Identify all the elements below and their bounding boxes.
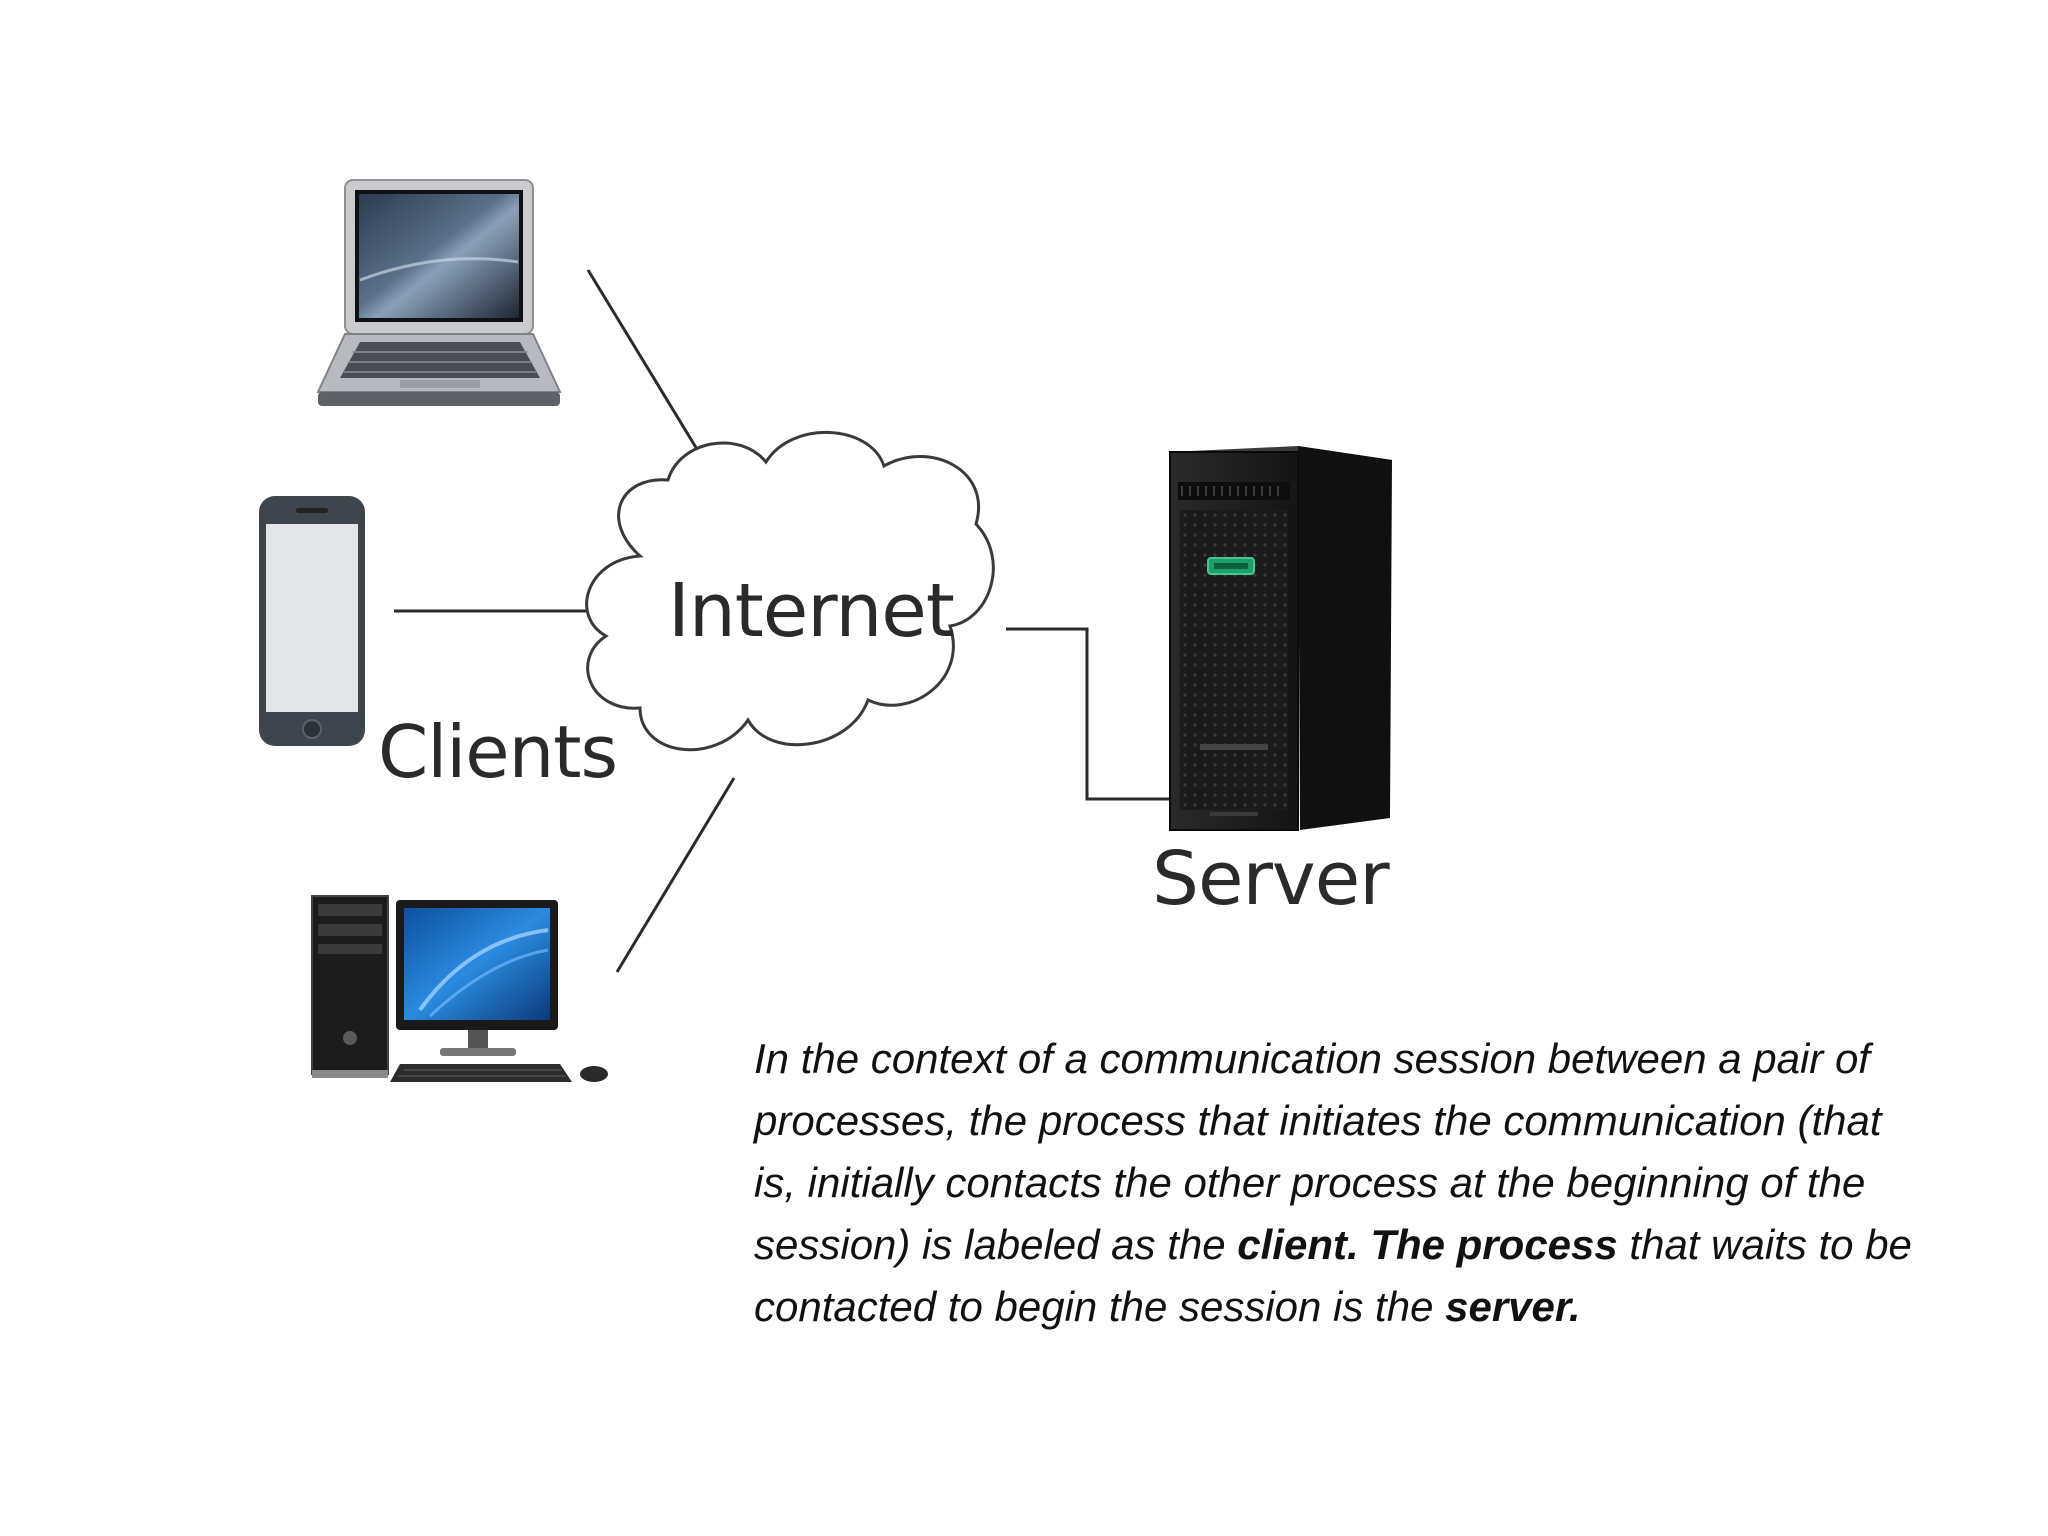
server-label: Server: [1152, 836, 1390, 922]
internet-cloud: [585, 431, 995, 752]
laptop-icon: [316, 179, 562, 406]
caption-bold-client: client. The process: [1237, 1221, 1618, 1268]
clients-label: Clients: [378, 710, 618, 794]
connector-lines: [394, 269, 1170, 973]
caption-text-1: In the context of a communication sessio…: [754, 1035, 1882, 1268]
caption-text-2: that waits to be contacted to begin the …: [754, 1221, 1912, 1330]
internet-label: Internet: [668, 568, 955, 654]
definition-caption: In the context of a communication sessio…: [754, 1028, 1934, 1338]
caption-bold-server: server.: [1445, 1283, 1581, 1330]
desktop-computer-icon: [311, 895, 608, 1082]
desktop-connector: [615, 777, 736, 973]
laptop-connector: [586, 269, 708, 465]
server-connector: [1006, 627, 1170, 801]
smartphone-icon: [259, 496, 365, 746]
tower-server-icon: [1169, 446, 1392, 831]
